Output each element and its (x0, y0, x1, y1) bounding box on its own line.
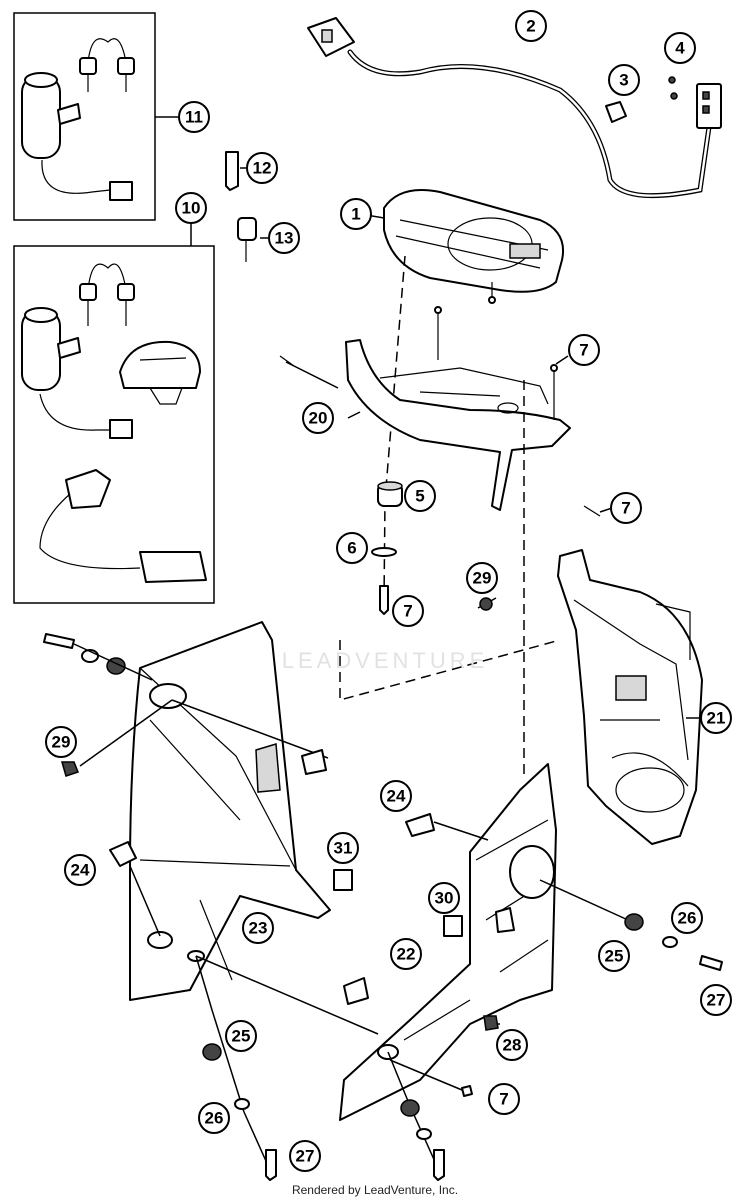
callout-28[interactable]: 28 (496, 1029, 528, 1061)
callout-20[interactable]: 20 (302, 402, 334, 434)
svg-text:2: 2 (526, 17, 535, 36)
callout-6[interactable]: 6 (336, 532, 368, 564)
speedo-cable (307, 17, 713, 199)
svg-text:27: 27 (707, 991, 726, 1010)
callout-24a[interactable]: 24 (380, 780, 412, 812)
kit-box-10 (13, 222, 215, 604)
callout-12[interactable]: 12 (246, 152, 278, 184)
bracket-20 (345, 306, 571, 511)
svg-text:10: 10 (182, 199, 201, 218)
svg-text:31: 31 (334, 839, 353, 858)
svg-text:11: 11 (185, 108, 203, 127)
svg-text:26: 26 (678, 909, 697, 928)
callout-7c[interactable]: 7 (392, 595, 424, 627)
svg-text:27: 27 (296, 1147, 315, 1166)
svg-text:1: 1 (351, 205, 360, 224)
shroud-22 (339, 763, 557, 1121)
callout-13[interactable]: 13 (268, 222, 300, 254)
svg-text:23: 23 (249, 919, 268, 938)
callout-7b[interactable]: 7 (610, 492, 642, 524)
callout-2[interactable]: 2 (515, 10, 547, 42)
sensor-bracket (605, 76, 722, 129)
kit-box-11 (13, 12, 178, 221)
svg-text:22: 22 (397, 945, 416, 964)
svg-text:6: 6 (347, 539, 356, 558)
callout-27a[interactable]: 27 (700, 984, 732, 1016)
fasteners-right (333, 813, 723, 1031)
svg-text:5: 5 (415, 487, 424, 506)
callout-26b[interactable]: 26 (198, 1102, 230, 1134)
callout-21[interactable]: 21 (700, 702, 732, 734)
callout-31[interactable]: 31 (327, 832, 359, 864)
instrument-cluster (383, 189, 564, 304)
svg-text:25: 25 (605, 947, 624, 966)
callout-5[interactable]: 5 (404, 480, 436, 512)
fasteners-bottom (202, 1043, 473, 1181)
svg-text:29: 29 (473, 569, 492, 588)
callout-24b[interactable]: 24 (64, 854, 96, 886)
svg-text:26: 26 (205, 1109, 224, 1128)
callout-4[interactable]: 4 (664, 32, 696, 64)
svg-text:30: 30 (435, 889, 454, 908)
callout-1[interactable]: 1 (340, 198, 372, 230)
callout-29a[interactable]: 29 (466, 562, 498, 594)
callout-7d[interactable]: 7 (488, 1083, 520, 1115)
callout-25b[interactable]: 25 (225, 1020, 257, 1052)
svg-text:3: 3 (619, 71, 628, 90)
callout-22[interactable]: 22 (390, 938, 422, 970)
svg-text:24: 24 (71, 861, 90, 880)
svg-text:7: 7 (621, 499, 630, 518)
svg-text:13: 13 (275, 229, 294, 248)
callout-26a[interactable]: 26 (671, 902, 703, 934)
callout-29b[interactable]: 29 (45, 726, 77, 758)
callout-23[interactable]: 23 (242, 912, 274, 944)
frame-21 (557, 549, 703, 845)
callout-27b[interactable]: 27 (289, 1140, 321, 1172)
svg-text:25: 25 (232, 1027, 251, 1046)
callout-25a[interactable]: 25 (598, 940, 630, 972)
damper-stack (371, 481, 403, 615)
svg-text:29: 29 (52, 733, 71, 752)
svg-text:12: 12 (253, 159, 272, 178)
svg-text:21: 21 (707, 709, 726, 728)
callout-30[interactable]: 30 (428, 882, 460, 914)
svg-text:7: 7 (403, 602, 412, 621)
callout-7a[interactable]: 7 (568, 334, 600, 366)
svg-text:7: 7 (579, 341, 588, 360)
footer-credit: Rendered by LeadVenture, Inc. (291, 1183, 459, 1197)
svg-text:24: 24 (387, 787, 406, 806)
callout-11[interactable]: 11 (178, 101, 210, 133)
svg-text:20: 20 (309, 409, 328, 428)
shroud-23 (129, 621, 331, 1001)
small-parts-12-13 (225, 151, 257, 262)
bolt-stack-top-left (43, 633, 153, 681)
svg-text:4: 4 (675, 39, 685, 58)
watermark: LEADVENTURE (281, 648, 489, 673)
svg-text:28: 28 (503, 1036, 522, 1055)
svg-text:7: 7 (499, 1090, 508, 1109)
callout-3[interactable]: 3 (608, 64, 640, 96)
callout-10[interactable]: 10 (175, 192, 207, 224)
